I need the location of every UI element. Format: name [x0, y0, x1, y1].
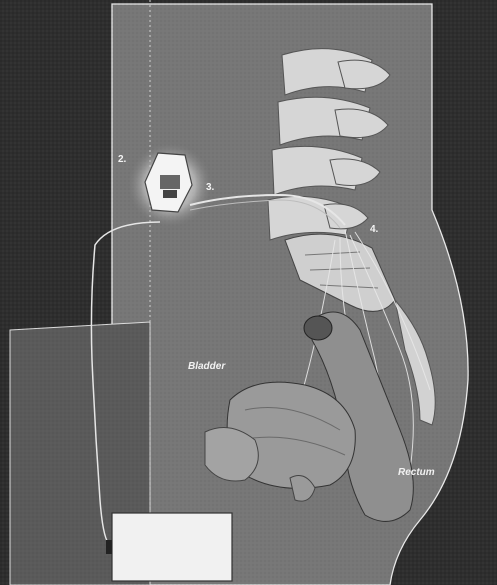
callout-2-label: 2. [118, 154, 127, 165]
rectum-label: Rectum [398, 467, 435, 478]
external-programmer-box-icon [106, 513, 232, 581]
callout-3-label: 3. [206, 182, 215, 193]
bladder-label: Bladder [188, 361, 226, 372]
callout-4-label: 4. [370, 224, 379, 235]
implanted-stimulator-icon [128, 143, 212, 227]
